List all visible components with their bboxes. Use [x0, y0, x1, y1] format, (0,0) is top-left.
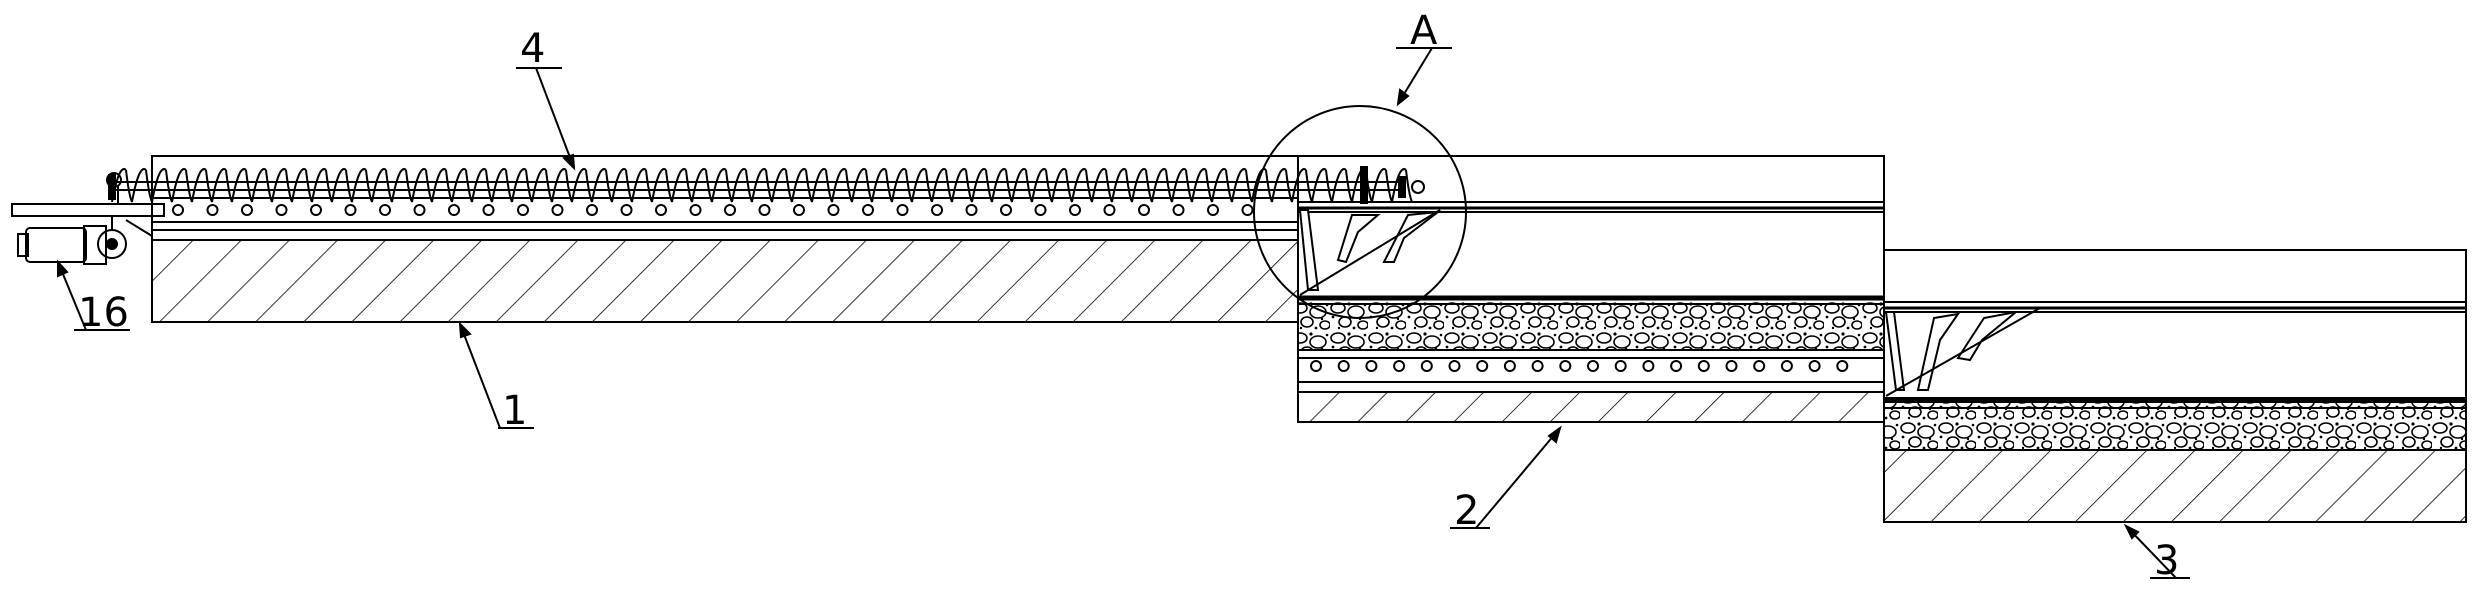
hole [1476, 360, 1489, 372]
hole [965, 204, 978, 216]
label-part-3: 3 [2154, 538, 2179, 584]
hole [1034, 204, 1047, 216]
hole [206, 204, 219, 216]
hole [1207, 204, 1219, 216]
detail-a-circle [1253, 105, 1467, 319]
hole [689, 204, 702, 216]
section-2-gravel-layer [1297, 297, 1885, 351]
hole [448, 204, 460, 216]
hole [793, 204, 805, 216]
hole [344, 204, 357, 216]
hole [172, 204, 184, 216]
hole [275, 204, 288, 216]
section-2-hatched-base [1297, 391, 1885, 423]
hole [827, 204, 840, 216]
hole [1337, 360, 1350, 372]
hole [517, 204, 529, 216]
hole [1448, 360, 1461, 372]
hole [896, 204, 909, 216]
hole [551, 204, 564, 216]
hole [1697, 360, 1710, 372]
hole [1808, 360, 1821, 372]
section-3-hatched-base [1883, 449, 2467, 523]
hole [1670, 360, 1683, 372]
hole [655, 204, 667, 216]
hole [1642, 360, 1655, 372]
section-2 [1297, 155, 1885, 423]
hole [620, 204, 633, 216]
hole [1559, 360, 1572, 372]
hole [1103, 204, 1116, 216]
label-detail-a: A [1410, 8, 1438, 54]
hole [724, 204, 736, 216]
hole [1069, 204, 1081, 216]
hole [1725, 360, 1738, 372]
hole [379, 204, 391, 216]
hole [1310, 360, 1322, 372]
hole [1393, 360, 1406, 372]
hole [1836, 360, 1849, 372]
hole [862, 204, 874, 216]
hole [1420, 360, 1433, 372]
hole [1241, 204, 1254, 216]
label-part-2: 2 [1454, 488, 1479, 534]
hole [1365, 360, 1378, 372]
hole [1138, 204, 1150, 216]
label-part-4: 4 [520, 26, 545, 72]
hole [413, 204, 426, 216]
leader-lines [57, 47, 2190, 579]
hole [482, 204, 495, 216]
drive-motor [11, 172, 165, 265]
hole [310, 204, 322, 216]
hole [1503, 360, 1516, 372]
hole [586, 204, 598, 216]
hole [1780, 360, 1793, 372]
section-3 [1883, 249, 2467, 523]
hole [241, 204, 253, 216]
hole [1587, 360, 1599, 372]
section-1-hatched-base [151, 239, 1299, 323]
section-1 [151, 155, 1299, 323]
section-1-holes [172, 204, 1254, 216]
hole [931, 204, 943, 216]
hole [1753, 360, 1766, 372]
section-2-holes [1310, 360, 1849, 372]
label-part-1: 1 [502, 388, 527, 434]
hole [1531, 360, 1544, 372]
hole [758, 204, 771, 216]
label-part-16: 16 [78, 290, 129, 336]
hole [1614, 360, 1627, 372]
hole [1000, 204, 1012, 216]
hole [1172, 204, 1185, 216]
